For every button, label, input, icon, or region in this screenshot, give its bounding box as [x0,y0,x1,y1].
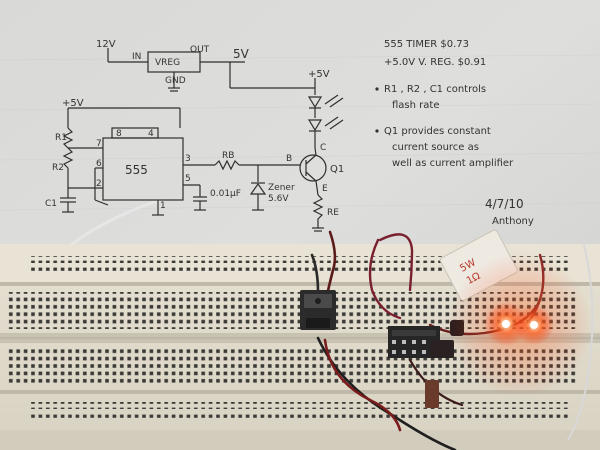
note-bullet1-line2: flash rate [392,100,439,111]
label-12v: 12V [96,39,116,50]
rail-divider-top [0,282,600,286]
note-bullet1-dot [375,87,379,91]
label-c: C [320,143,326,153]
wire-red-loop-left [368,238,402,320]
note-bullet1-line1: R1 , R2 , C1 controls [384,84,486,95]
led1-core [502,320,510,328]
wire-white-edge [567,229,594,441]
label-pin7: 7 [96,139,102,149]
label-q1: Q1 [330,164,344,175]
label-r1: R1 [55,133,67,143]
top-rail-holes-row2 [30,266,570,273]
small-component [430,340,454,358]
note-bullet2-line3: well as current amplifier [392,158,514,169]
timer-chip-pins [392,340,426,354]
label-b: B [286,154,292,164]
note-bullet2-line2: current source as [392,142,479,153]
note-bullet2-dot [375,129,379,133]
wire-black-top [310,253,320,294]
label-pin4: 4 [148,129,154,139]
label-c1: C1 [45,199,57,209]
resistor-small [425,380,439,408]
label-pin5: 5 [185,174,191,184]
label-pin2: 2 [96,179,102,189]
bottom-rail-holes-row1 [30,402,570,409]
led-glow [448,253,592,397]
regulator-hole [315,298,321,304]
note-signature: Anthony [492,216,534,227]
chip-top-pins [111,127,159,139]
handwritten-notes: 555 TIMER $0.73 +5.0V V. REG. $0.91 R1 ,… [375,39,534,227]
label-zener: Zener [268,183,295,193]
led2-core [530,321,538,329]
wire-red-loop-top [378,233,414,292]
label-vreg-out: OUT [190,45,210,55]
note-header-line2: +5.0V V. REG. $0.91 [384,57,486,68]
label-cap-value: 0.01µF [210,189,241,199]
label-pin3: 3 [185,154,191,164]
label-vreg: VREG [155,58,180,68]
label-vreg-gnd: GND [165,76,186,86]
note-bullet2-line1: Q1 provides constant [384,126,491,137]
wire-red-bottom [323,338,402,432]
label-pin6: 6 [96,159,102,169]
label-plus5v-top: +5V [308,69,330,80]
label-pin8: 8 [116,129,122,139]
label-r2: R2 [52,163,64,173]
paper-ruled-lines [0,54,600,211]
breadboard-bottom-edge [0,430,600,450]
label-5v-out: 5V [233,47,250,61]
q1-circle [299,154,327,182]
rail-divider-bottom [0,390,600,394]
label-e: E [322,184,328,194]
note-date: 4/7/10 [485,197,524,211]
note-header-line1: 555 TIMER $0.73 [384,39,469,50]
schematic [60,48,344,232]
label-pin1: 1 [160,201,166,211]
label-plus5v-left: +5V [62,98,84,109]
label-rb: RB [222,151,234,161]
timer-chip-top [392,330,436,336]
led1-symbol [307,96,323,109]
label-chip-555: 555 [125,163,148,177]
top-rail-holes-row1 [30,256,570,263]
label-vreg-in: IN [132,52,141,62]
led2-symbol [307,119,323,132]
label-zener-value: 5.6V [268,194,289,204]
schematic-labels: 12V IN VREG OUT GND 5V +5V +5V R1 R2 C1 … [45,39,344,218]
label-re: RE [327,208,339,218]
regulator-face [306,318,330,328]
voltage-regulator [300,290,336,330]
bottom-rail-holes-row2 [30,412,570,419]
